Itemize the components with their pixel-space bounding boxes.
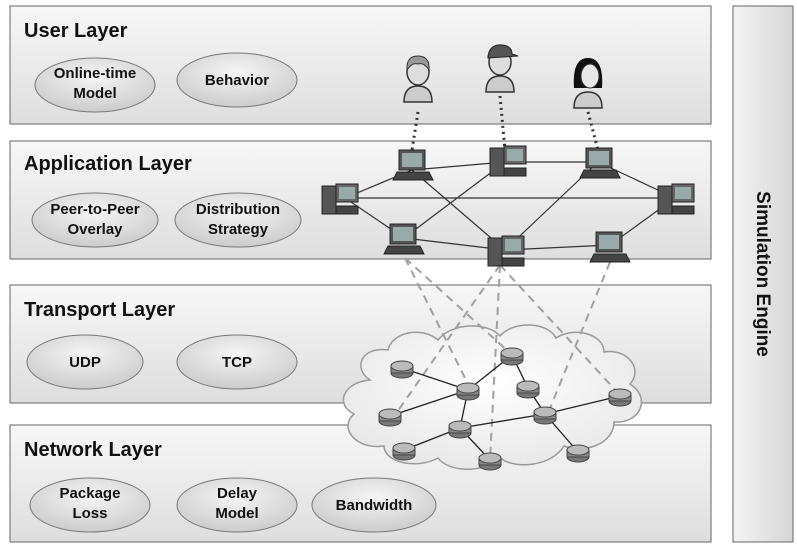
router-icon	[390, 360, 414, 379]
router-icon	[608, 388, 632, 407]
laptop-icon	[579, 147, 621, 179]
pill-label-line1: Distribution	[196, 201, 280, 218]
pill-label-line2: Strategy	[208, 221, 269, 238]
simulation-engine-panel	[732, 5, 794, 543]
router-icon	[448, 420, 472, 439]
desktop-icon	[487, 235, 525, 267]
online-time-model-pill: Online-time Model	[34, 57, 156, 113]
peer-to-peer-overlay-pill: Peer-to-Peer Overlay	[31, 192, 159, 248]
pill-label-line2: Model	[73, 85, 116, 102]
desktop-icon	[489, 145, 527, 177]
laptop-icon	[383, 223, 425, 255]
laptop-icon	[392, 149, 434, 181]
tcp-pill: TCP	[176, 334, 298, 390]
pill-label: Behavior	[205, 72, 269, 89]
router-icon	[533, 406, 557, 425]
user-layer-title: User Layer	[24, 20, 128, 42]
user-woman-icon	[573, 58, 603, 109]
package-loss-pill: Package Loss	[29, 477, 151, 533]
delay-model-pill: Delay Model	[176, 477, 298, 533]
laptop-icon	[589, 231, 631, 263]
pill-label: TCP	[222, 354, 252, 371]
transport-layer-title: Transport Layer	[24, 299, 175, 321]
pill-label-line2: Loss	[72, 505, 107, 522]
user-cap-icon	[485, 44, 519, 93]
router-icon	[566, 444, 590, 463]
router-icon	[478, 452, 502, 471]
peer-router-mappings	[394, 257, 621, 461]
pill-label-line2: Model	[215, 505, 258, 522]
pill-label-line1: Delay	[217, 485, 258, 502]
desktop-icon	[657, 183, 695, 215]
router-icon	[378, 408, 402, 427]
behavior-pill: Behavior	[176, 52, 298, 108]
router-icon	[456, 382, 480, 401]
udp-pill: UDP	[26, 334, 144, 390]
application-layer-title: Application Layer	[24, 153, 192, 175]
pill-label-line1: Online-time	[54, 65, 137, 82]
user-peer-mappings	[410, 95, 600, 151]
router-icon	[500, 347, 524, 366]
pill-label-line2: Overlay	[67, 221, 123, 238]
pill-label: Bandwidth	[336, 497, 413, 514]
router-icon	[516, 380, 540, 399]
bandwidth-pill: Bandwidth	[311, 477, 437, 533]
pill-label: UDP	[69, 354, 101, 371]
distribution-strategy-pill: Distribution Strategy	[174, 192, 302, 248]
pill-label-line1: Peer-to-Peer	[50, 201, 139, 218]
user-icon	[403, 55, 433, 103]
network-layer-title: Network Layer	[24, 439, 162, 461]
pill-label-line1: Package	[60, 485, 121, 502]
simulation-engine-label: Simulation Engine	[752, 191, 773, 357]
routers	[378, 347, 632, 471]
desktop-icon	[321, 183, 359, 215]
router-icon	[392, 442, 416, 461]
